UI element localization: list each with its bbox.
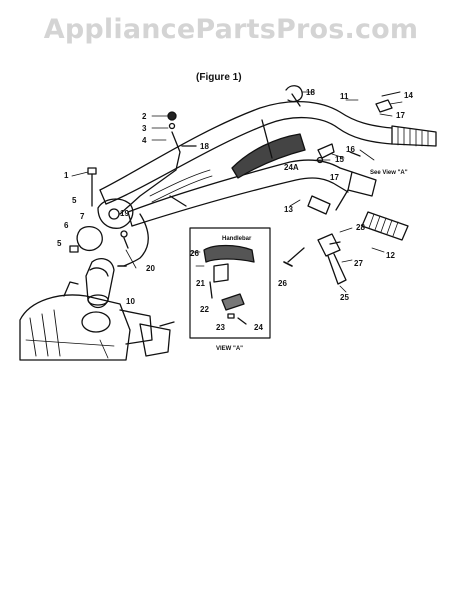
lower-grip	[307, 171, 409, 241]
part-label-10: 10	[126, 297, 135, 306]
part-label-17a: 17	[396, 111, 405, 120]
lever-bracket	[317, 233, 347, 285]
part-label-17b: 17	[330, 173, 339, 182]
part-label-4: 4	[142, 136, 147, 145]
figure-title: (Figure 1)	[196, 72, 242, 83]
part-label-21: 21	[196, 279, 205, 288]
part-label-2: 2	[142, 112, 147, 121]
part-label-23: 23	[216, 323, 225, 332]
part-label-15: 15	[335, 155, 344, 164]
inset-caption: VIEW "A"	[216, 346, 243, 352]
part-label-28: 28	[356, 223, 365, 232]
part-label-3: 3	[142, 124, 147, 133]
engine	[19, 281, 175, 361]
part-label-7: 7	[80, 212, 85, 221]
part-label-18: 18	[306, 88, 315, 97]
control-cluster	[69, 198, 134, 253]
cable	[117, 213, 149, 267]
bolt-26	[283, 247, 305, 267]
part-label-24: 24	[254, 323, 263, 332]
bolt	[87, 167, 97, 207]
part-label-19: 19	[120, 209, 129, 218]
part-label-12: 12	[386, 251, 395, 260]
part-label-24a: 24A	[284, 163, 299, 172]
part-label-26: 26	[278, 279, 287, 288]
part-label-13: 13	[284, 205, 293, 214]
part-label-11: 11	[340, 92, 349, 101]
part-label-22: 22	[200, 305, 209, 314]
part-label-1: 1	[64, 171, 69, 180]
part-label-26b: 26	[190, 249, 199, 258]
view-a-inset	[189, 227, 271, 339]
part-label-18b: 18	[200, 142, 209, 151]
part-label-14: 14	[404, 91, 413, 100]
see-view-a-label: See View "A"	[370, 170, 408, 176]
cable-clip	[285, 85, 303, 107]
inset-header: Handlebar	[222, 236, 252, 242]
part-label-20: 20	[146, 264, 155, 273]
part-label-5: 5	[72, 196, 77, 205]
part-label-16: 16	[346, 145, 355, 154]
part-label-27: 27	[354, 259, 363, 268]
leader-lines	[71, 91, 403, 359]
handlebar-frame	[99, 100, 393, 227]
part-label-6: 6	[64, 221, 69, 230]
upper-grip	[375, 91, 437, 147]
part-label-5b: 5	[57, 239, 62, 248]
mounting-bracket	[85, 258, 115, 309]
watermark: AppliancePartsPros.com	[43, 14, 419, 45]
part-label-25: 25	[340, 293, 349, 302]
